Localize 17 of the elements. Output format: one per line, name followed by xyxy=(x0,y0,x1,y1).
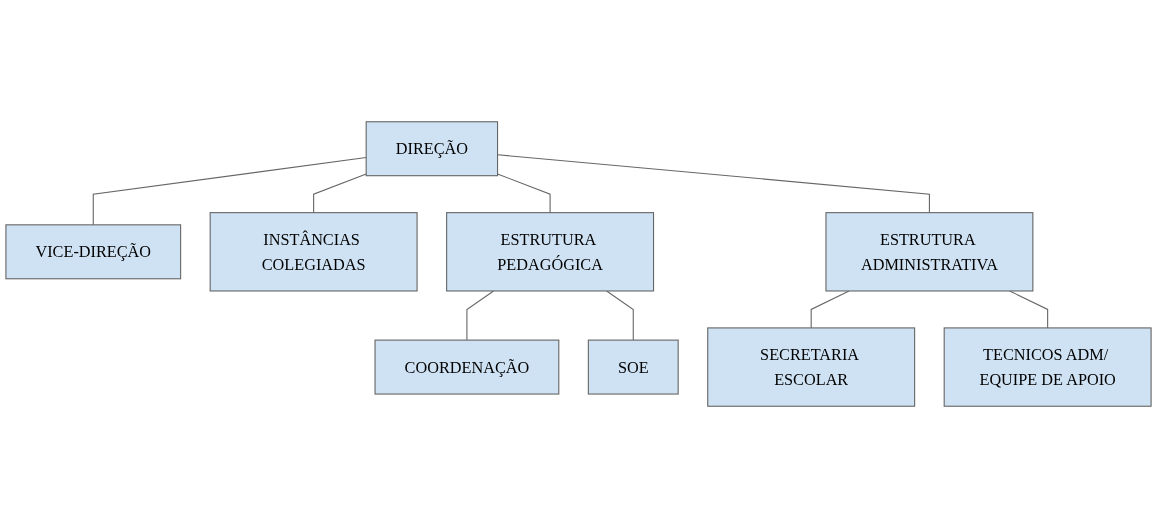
connector xyxy=(497,173,551,214)
node-box: ESTRUTURA ADMINISTRATIVA xyxy=(825,212,1034,292)
node-box: SOE xyxy=(587,339,679,395)
node-box: INSTÂNCIAS COLEGIADAS xyxy=(209,212,418,292)
connector xyxy=(1009,290,1049,329)
node-box: TECNICOS ADM/ EQUIPE DE APOIO xyxy=(943,327,1152,407)
connector xyxy=(466,290,495,341)
node-box: COORDENAÇÃO xyxy=(374,339,560,395)
node-box: DIREÇÃO xyxy=(365,121,499,177)
connector xyxy=(810,290,850,329)
connector xyxy=(313,173,367,214)
node-box: ESTRUTURA PEDAGÓGICA xyxy=(446,212,655,292)
node-box: VICE-DIREÇÃO xyxy=(5,224,182,280)
connector xyxy=(92,157,367,226)
node-box: SECRETARIA ESCOLAR xyxy=(707,327,916,407)
connector xyxy=(497,154,930,214)
connector xyxy=(606,290,634,341)
